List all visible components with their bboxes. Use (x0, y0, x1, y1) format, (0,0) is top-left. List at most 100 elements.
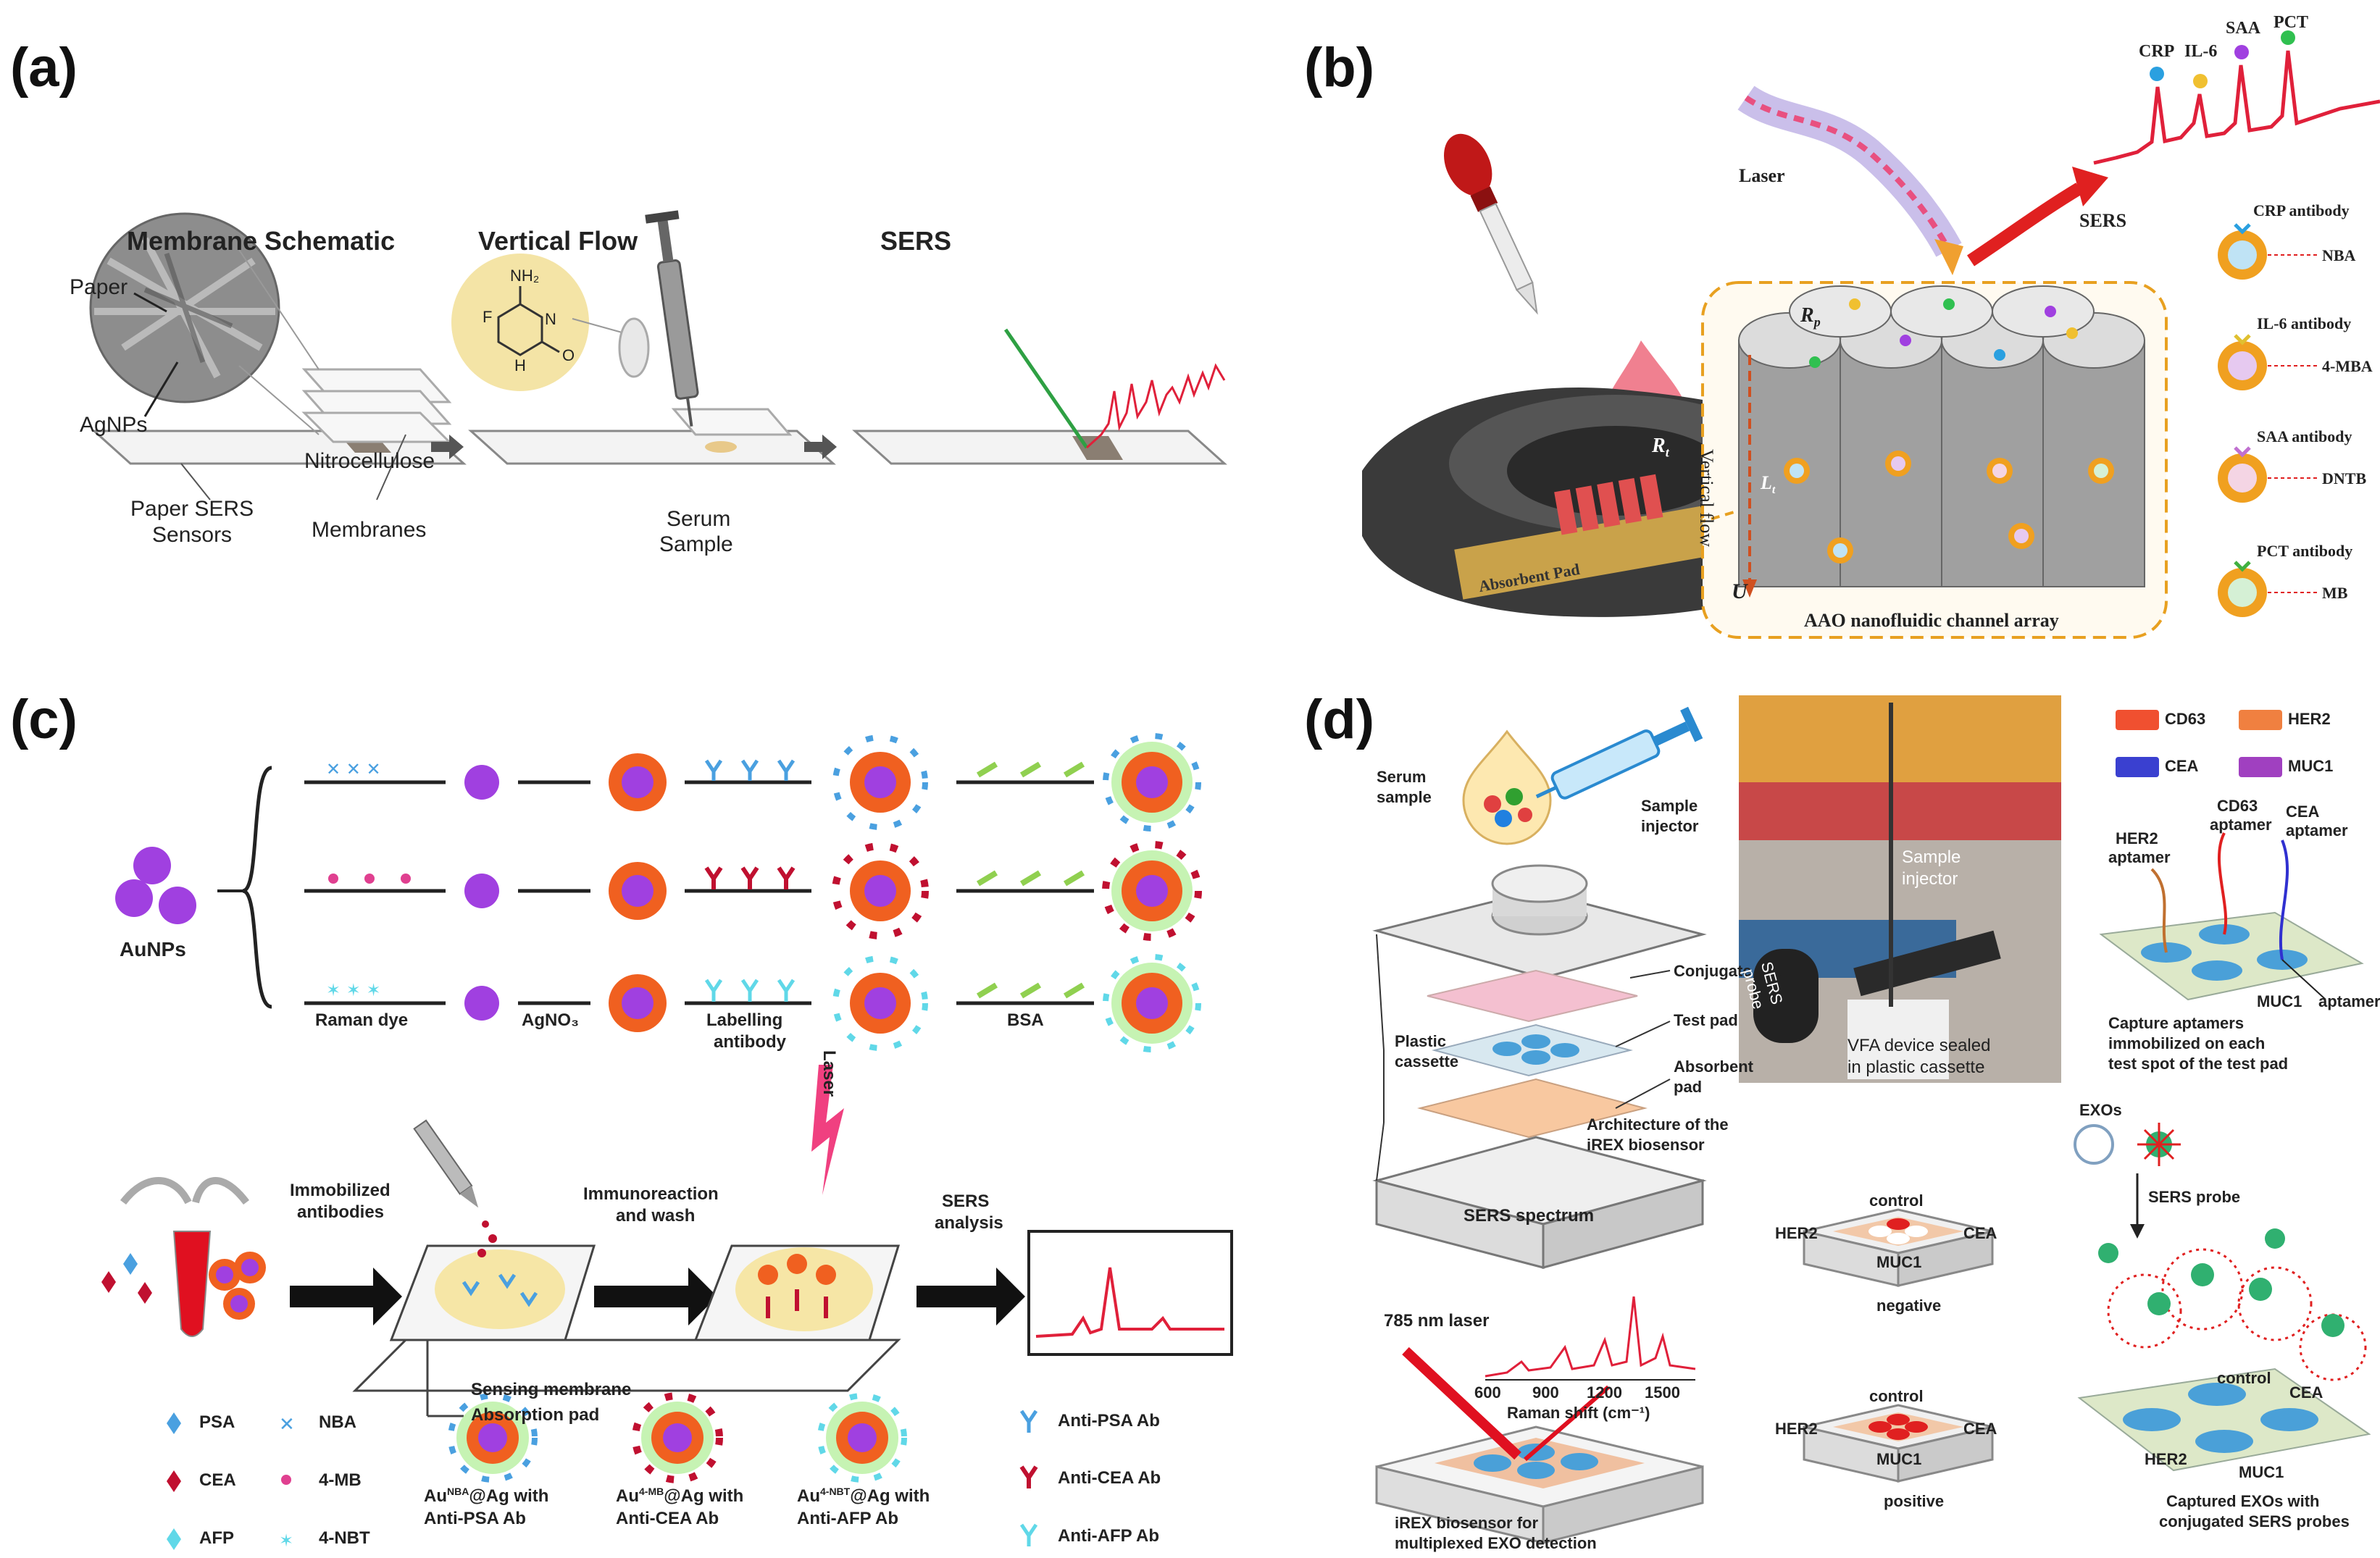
agnps-pointer (143, 361, 179, 417)
probe-c1-ab: Anti-PSA Ab (424, 1509, 526, 1529)
panel-d-graphic (1372, 695, 2371, 1544)
laser-785-label: 785 nm laser (1384, 1311, 1490, 1331)
arrow-c2 (594, 1268, 717, 1325)
irex-caption-line-2: multiplexed EXO detection (1395, 1534, 1597, 1552)
panel-b: (b) (1275, 0, 2380, 652)
rp-subscript: p (1813, 314, 1821, 330)
serum-sample-label-1: Serum (667, 507, 731, 531)
test-pad-label: Test pad (1674, 1011, 1738, 1029)
sers-title-a: SERS (880, 226, 952, 256)
raman-axis-label: Raman shift (cm⁻¹) (1507, 1404, 1650, 1422)
channel-array-label: AAO nanofluidic channel array (1804, 610, 2059, 631)
spot-her2-pos: HER2 (1775, 1420, 1818, 1438)
aunp-2 (115, 879, 153, 917)
aunps-label: AuNPs (120, 938, 186, 960)
raman-tick-600: 600 (1474, 1383, 1501, 1402)
paper-label: Paper (70, 275, 128, 299)
immunoreaction-label-1: Immunoreaction (583, 1184, 719, 1204)
sers-arrow-b (1967, 183, 2083, 267)
dye-4mb (328, 874, 411, 884)
irex-caption-line-1: iREX biosensor for (1395, 1514, 1539, 1532)
legend-mb: MB (2322, 584, 2348, 602)
antibody-row-afp (704, 979, 796, 1002)
her2-aptamer-2: aptamer (2108, 848, 2171, 866)
peak-dot-saa (2234, 45, 2249, 59)
legend-cea: CEA (199, 1470, 236, 1490)
legend-pct-ab: PCT antibody (2257, 542, 2353, 560)
membrane-schematic-title: Membrane Schematic (127, 226, 396, 256)
spot-control-neg: control (1869, 1191, 1924, 1210)
panel-c-label: (c) (10, 689, 78, 750)
agnps-label: AgNPs (80, 413, 148, 437)
dropper (1444, 133, 1538, 315)
tube (618, 317, 650, 378)
sers-analysis-label-1: SERS (942, 1191, 990, 1211)
cap-muc1: MUC1 (2239, 1463, 2284, 1481)
laser-line-green (1003, 328, 1089, 449)
marker-cea: CEA (2165, 757, 2199, 775)
captured-caption-1: Captured EXOs with (2166, 1492, 2320, 1510)
photo-caption-2: in plastic cassette (1847, 1057, 1985, 1077)
labelling-label-2: antibody (714, 1032, 786, 1052)
vertical-flow-label-b: Vertical flow (1696, 449, 1717, 548)
cap-control: control (2217, 1369, 2271, 1387)
strip-3 (852, 430, 1227, 465)
panel-b-graphic (1362, 30, 2380, 639)
mol-h: H (514, 356, 526, 374)
stage2-particles (609, 753, 667, 1032)
paper-sers-sensors-label-1: Paper SERS (130, 497, 254, 521)
arrow-c3 (916, 1268, 1025, 1325)
pipette (413, 1119, 479, 1208)
brace (242, 766, 272, 1009)
conjugate-pad-d (1427, 969, 1638, 1023)
paper-pointer (133, 292, 167, 313)
mol-f: F (483, 308, 493, 326)
stage1-particles (464, 765, 499, 1021)
spot-cea-pos: CEA (1963, 1420, 1997, 1438)
spot-her2-neg: HER2 (1775, 1224, 1818, 1242)
arrow-a2 (804, 435, 837, 459)
stage4-particles (1102, 733, 1202, 1052)
legend-afp: AFP (199, 1528, 234, 1548)
capture-pad (2099, 911, 2364, 1001)
laser-785-line-2 (1524, 1385, 1610, 1462)
bsa-label: BSA (1007, 1010, 1044, 1030)
cea-aptamer-1: CEA (2286, 803, 2320, 821)
membrane-stack (301, 368, 452, 443)
probe-c2-ab: Anti-CEA Ab (616, 1509, 719, 1529)
antibody-row-cea (704, 866, 796, 889)
aunp-1 (133, 847, 171, 884)
peak-dot-crp (2150, 67, 2164, 81)
cea-aptamer-2: aptamer (2286, 821, 2348, 839)
absorbent-pad-b (1454, 494, 1777, 600)
panel-c: (c) ✕ ✕ ✕ ✶ ✶ ✶ (0, 674, 1275, 1558)
sers-probe-label: SERS probe (2148, 1188, 2241, 1206)
nanochannel-cylinders (1738, 285, 2145, 587)
raman-tick-900: 900 (1532, 1383, 1559, 1402)
legend-anti-psa: Anti-PSA Ab (1058, 1411, 1160, 1431)
mol-nh2: NH₂ (510, 267, 540, 285)
serum-drop-d (1462, 729, 1552, 845)
test-pad-d (1432, 1023, 1633, 1077)
legend-saa-ab: SAA antibody (2257, 427, 2352, 445)
cd63-aptamer-2: aptamer (2210, 816, 2272, 834)
sample-injector-d-2: injector (1641, 817, 1699, 835)
vertical-flow-title: Vertical Flow (478, 226, 638, 256)
channel-probes (1784, 298, 2114, 564)
sample-injector-d (1535, 706, 1703, 800)
raman-tick-1500: 1500 (1645, 1383, 1680, 1402)
cd63-aptamer-1: CD63 (2217, 797, 2258, 815)
syringe (645, 210, 699, 427)
captured-caption-2: conjugated SERS probes (2159, 1512, 2350, 1530)
laser-785-line-1 (1402, 1347, 1521, 1460)
legend-probe-c2-label: Au4-MB@Ag with Anti-CEA Ab (616, 1485, 743, 1530)
probe-c2-ag: @Ag with (664, 1486, 744, 1506)
raman-dye-label: Raman dye (315, 1010, 409, 1030)
molecule-structure (497, 286, 560, 356)
plastic-cassette-1: Plastic (1395, 1032, 1446, 1050)
strip-2 (468, 430, 836, 465)
peak-label-saa: SAA (2226, 19, 2261, 38)
legend-nba: NBA (2322, 246, 2356, 264)
captured-pad (2077, 1368, 2371, 1472)
serum-sample-d-1: Serum (1377, 768, 1427, 786)
